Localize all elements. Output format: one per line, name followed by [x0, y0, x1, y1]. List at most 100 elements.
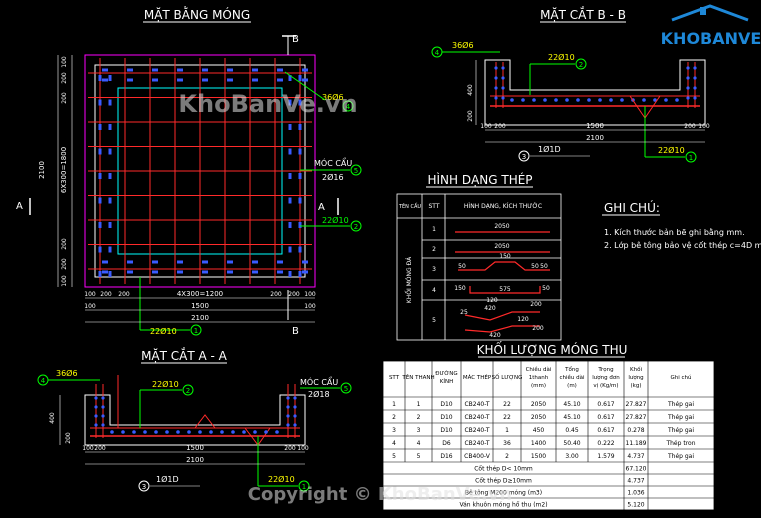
plan-rebar-grid — [88, 58, 312, 284]
plan-dot — [277, 78, 283, 82]
bb-rebar-2: 22Ø10 — [548, 52, 575, 62]
bb-dot — [686, 66, 690, 70]
quantity-header: TÊN THANH — [401, 373, 434, 381]
plan-dot — [127, 260, 133, 264]
aa-dot — [220, 430, 224, 434]
notes-title: GHI CHÚ: — [604, 200, 660, 215]
bb-rebar-3: 1Ø1D — [538, 144, 561, 154]
aa-marker-2: 2 — [186, 387, 190, 395]
aa-dot — [132, 430, 136, 434]
aa-dot — [101, 423, 105, 427]
quantity-header: SỐ LƯỢNG — [492, 373, 523, 381]
plan-dot — [98, 75, 102, 81]
bb-dot — [598, 98, 602, 102]
quantity-cell: D10 — [440, 414, 452, 421]
plan-dot — [252, 68, 258, 72]
quantity-cell: 36 — [503, 440, 511, 447]
bb-dot — [675, 98, 679, 102]
bb-height-1: 400 — [467, 84, 474, 96]
plan-dot — [177, 78, 183, 82]
quantity-cell: Thép gai — [667, 453, 694, 460]
plan-rebar-4: 36Ø6 — [322, 92, 344, 102]
bb-dot — [686, 96, 690, 100]
aa-marker-1: 1 — [302, 483, 306, 491]
plan-dot — [102, 260, 108, 264]
aa-dot — [231, 430, 235, 434]
plan-dot — [98, 148, 102, 155]
bb-dot — [576, 98, 580, 102]
plan-dot — [298, 271, 302, 277]
plan-dot — [108, 271, 112, 277]
plan-dim-left-3: 200 — [61, 92, 68, 104]
bb-dim-total: 2100 — [586, 134, 604, 142]
plan-dot — [108, 75, 112, 81]
bb-dot — [521, 98, 525, 102]
quantity-cell: 1 — [392, 401, 396, 408]
plan-dot — [298, 173, 302, 179]
bb-dot — [693, 96, 697, 100]
plan-dim-left-7: 100 — [61, 275, 68, 287]
bb-dot — [565, 98, 569, 102]
plan-cut-a-left: A — [16, 201, 23, 212]
note-line-1: 1. Kích thước bản bẽ ghi bằng mm. — [604, 227, 745, 237]
quantity-cell: 1.579 — [597, 453, 614, 460]
plan-dim-bottom2-2: 1500 — [191, 302, 209, 310]
plan-dim-bottom-7: 100 — [304, 291, 316, 298]
plan-dot — [288, 75, 292, 81]
quantity-cell: 1400 — [531, 440, 546, 447]
plan-dot — [108, 222, 112, 228]
plan-dot — [152, 68, 158, 72]
aa-dot — [165, 430, 169, 434]
quantity-cell: 0.222 — [597, 440, 614, 447]
aa-dot — [94, 414, 98, 418]
aa-dim-1: 100 — [82, 445, 94, 452]
bb-height-2: 200 — [467, 110, 474, 122]
plan-dot — [152, 260, 158, 264]
quantity-cell: 2050 — [531, 414, 546, 421]
bb-dot — [693, 66, 697, 70]
plan-dot — [302, 68, 308, 72]
aa-dot — [94, 405, 98, 409]
quantity-summary-value: 4.737 — [627, 478, 644, 485]
plan-rebar-1: 22Ø10 — [150, 326, 177, 336]
aa-marker-5: 5 — [344, 385, 348, 393]
quantity-cell: 4.737 — [627, 453, 644, 460]
plan-dim-left-1: 100 — [61, 56, 68, 68]
aa-dot — [94, 396, 98, 400]
steel-shape-label: 50 — [458, 263, 466, 270]
section-aa-title: MẶT CẮT A - A — [141, 347, 228, 363]
quantity-cell: 4 — [392, 440, 396, 447]
quantity-cell: 2 — [417, 414, 421, 421]
plan-dot — [288, 197, 292, 204]
plan-dot — [152, 270, 158, 274]
steel-header-name: TÊN CẤU — [398, 202, 421, 210]
aa-dot — [275, 430, 279, 434]
steel-row-stt: 4 — [432, 287, 436, 294]
bb-dot — [554, 98, 558, 102]
plan-dot — [127, 270, 133, 274]
plan-dim-left-5: 200 — [61, 238, 68, 250]
bb-rebar-1: 22Ø10 — [658, 145, 685, 155]
quantity-cell: 0.617 — [597, 427, 614, 434]
plan-hook-spec: 2Ø16 — [322, 172, 344, 182]
steel-shape-label: 420 — [489, 332, 501, 339]
bb-dot — [494, 66, 498, 70]
bb-dot — [532, 98, 536, 102]
plan-dim-bottom-2: 200 — [100, 291, 112, 298]
quantity-cell: D10 — [440, 401, 452, 408]
quantity-cell: 1 — [505, 427, 509, 434]
steel-shapes — [455, 231, 550, 333]
plan-dot — [177, 260, 183, 264]
quantity-cell: CB240-T — [464, 427, 489, 434]
quantity-summary-label: Ván khuôn móng hố thu (m2) — [459, 502, 547, 509]
aa-dot — [101, 414, 105, 418]
plan-dot — [252, 270, 258, 274]
bb-dot — [693, 86, 697, 90]
plan-marker-5: 5 — [354, 167, 358, 175]
plan-dot — [108, 197, 112, 204]
aa-dot — [242, 430, 246, 434]
plan-dim-bottom-total: 2100 — [191, 314, 209, 322]
bb-dot — [693, 76, 697, 80]
